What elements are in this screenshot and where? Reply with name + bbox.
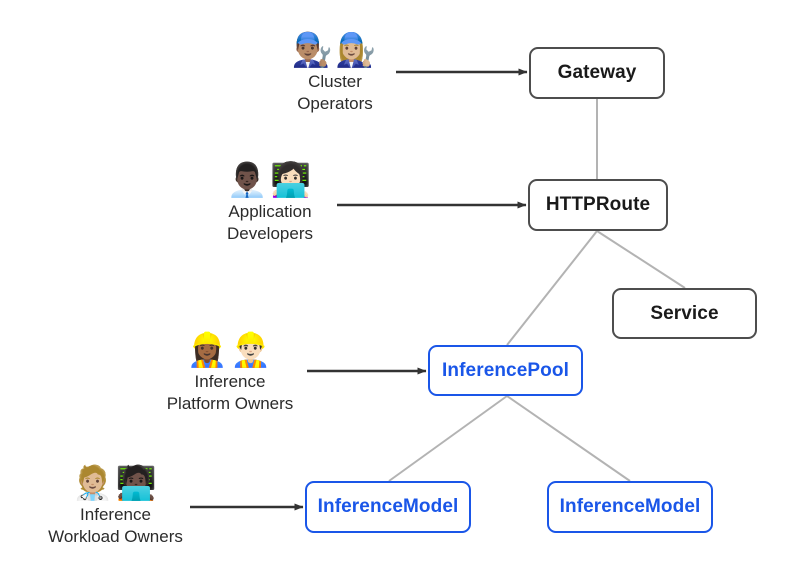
node-inferencemodel-right[interactable]: InferenceModel xyxy=(547,481,713,533)
node-label-inferencemodel-left: InferenceModel xyxy=(317,496,459,517)
actor-caption-inference-platform-owners-line-2: Platform Owners xyxy=(166,394,294,414)
actor-persona-icons-inference-platform-owners: 👷🏾‍♀️👷🏻‍♂️ xyxy=(186,330,274,369)
node-label-httproute: HTTPRoute xyxy=(545,194,651,215)
actor-caption-inference-platform-owners-line-1: Inference xyxy=(194,372,266,391)
node-inferencepool[interactable]: InferencePool xyxy=(428,345,583,396)
connector-httproute-inferencepool xyxy=(506,230,598,346)
node-label-gateway: Gateway xyxy=(557,62,637,83)
connector-inferencepool-model-left xyxy=(388,395,508,482)
node-label-inferencemodel-right: InferenceModel xyxy=(559,496,701,517)
actor-persona-icons-application-developers: 👨🏿‍💼👩🏻‍💻 xyxy=(226,160,314,199)
node-service[interactable]: Service xyxy=(612,288,757,339)
actor-persona-icons-cluster-operators: 👨🏽‍🔧👩🏼‍🔧 xyxy=(291,30,379,69)
actor-caption-cluster-operators-line-1: Cluster xyxy=(308,72,362,91)
actor-caption-application-developers-line-1: Application xyxy=(228,202,312,221)
actor-caption-application-developers-line-2: Developers xyxy=(227,224,313,244)
node-label-inferencepool: InferencePool xyxy=(442,359,569,381)
node-inferencemodel-left[interactable]: InferenceModel xyxy=(305,481,471,533)
node-gateway[interactable]: Gateway xyxy=(529,47,665,99)
connector-httproute-service xyxy=(596,230,686,289)
connector-inferencepool-model-right xyxy=(506,395,631,482)
actor-caption-inference-workload-owners-line-2: Workload Owners xyxy=(48,527,183,547)
actor-caption-inference-workload-owners-line-1: Inference xyxy=(80,505,151,524)
actor-persona-icons-inference-workload-owners: 🧑🏼‍⚕️🧑🏿‍💻 xyxy=(72,463,159,502)
node-httproute[interactable]: HTTPRoute xyxy=(528,179,668,231)
actor-caption-cluster-operators-line-2: Operators xyxy=(297,94,373,114)
node-label-service: Service xyxy=(650,302,719,324)
